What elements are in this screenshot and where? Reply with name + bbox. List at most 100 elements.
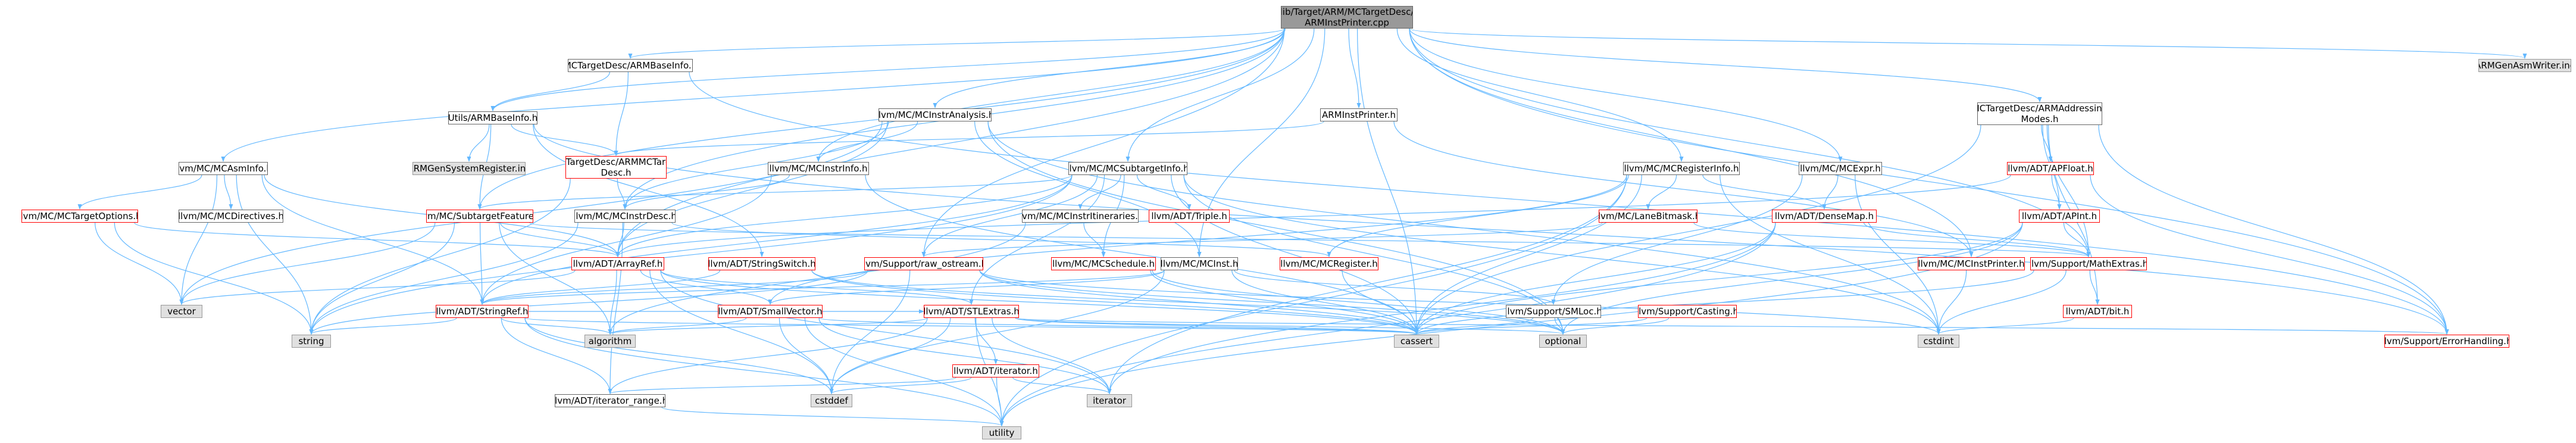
node-label: MCTargetDesc/ARMBaseInfo.h xyxy=(568,60,693,71)
system-header-node[interactable]: string xyxy=(292,335,331,348)
include-edge xyxy=(309,222,579,335)
include-node[interactable]: llvm/ADT/APFloat.h xyxy=(2007,162,2094,175)
include-node[interactable]: llvm/MC/MCExpr.h xyxy=(1799,162,1882,175)
include-node[interactable]: llvm/MC/MCInst.h xyxy=(1161,257,1238,270)
include-node[interactable]: llvm/MC/MCInstrInfo.h xyxy=(768,162,869,175)
include-edge xyxy=(987,121,1565,335)
include-node[interactable]: llvm/ADT/ArrayRef.h xyxy=(571,257,664,270)
include-edge xyxy=(865,174,1419,335)
include-node[interactable]: llvm/Support/MathExtras.h xyxy=(2030,257,2147,270)
include-edge xyxy=(2098,124,2449,335)
system-header-node[interactable]: vector xyxy=(161,305,202,318)
include-node[interactable]: llvm/MC/MCInstPrinter.h xyxy=(1918,257,2025,270)
include-node[interactable]: llvm/ADT/iterator_range.h xyxy=(555,394,665,407)
include-edge xyxy=(608,222,1026,335)
include-edge xyxy=(1693,222,2091,257)
node-label: llvm/Support/ErrorHandling.h xyxy=(2384,336,2509,347)
include-edge xyxy=(480,270,868,305)
include-node[interactable]: llvm/Support/raw_ostream.h xyxy=(864,257,983,270)
include-node[interactable]: llvm/MC/MCTargetOptions.h xyxy=(21,210,138,223)
root-file-node[interactable]: lib/Target/ARM/MCTargetDesc/ARMInstPrint… xyxy=(1281,6,1413,29)
include-edge xyxy=(608,222,623,394)
include-node[interactable]: llvm/MC/MCInstrAnalysis.h xyxy=(879,108,992,121)
include-node[interactable]: llvm/MC/SubtargetFeature.h xyxy=(426,210,533,223)
include-edge xyxy=(221,28,1285,162)
include-node[interactable]: llvm/ADT/iterator.h xyxy=(952,364,1039,378)
include-edge xyxy=(1393,121,1974,257)
include-node[interactable]: llvm/MC/MCRegisterInfo.h xyxy=(1623,162,1740,175)
include-edge xyxy=(1396,28,1684,162)
include-edge xyxy=(1414,174,1642,335)
node-label: cstddef xyxy=(815,395,848,406)
include-node[interactable]: llvm/MC/MCSubtargetInfo.h xyxy=(1068,162,1187,175)
include-node[interactable]: MCTargetDesc/ARMMCTargetDesc.h xyxy=(565,156,667,179)
system-header-node[interactable]: algorithm xyxy=(584,335,636,348)
include-edge xyxy=(829,270,1165,394)
include-node[interactable]: llvm/ADT/StringSwitch.h xyxy=(708,257,815,270)
system-header-node[interactable]: iterator xyxy=(1087,394,1132,407)
node-label: llvm/ADT/iterator_range.h xyxy=(555,395,665,406)
include-edge xyxy=(1646,174,1677,210)
include-edge xyxy=(236,174,314,335)
include-node[interactable]: llvm/Support/Casting.h xyxy=(1638,305,1737,318)
include-edge xyxy=(467,124,490,162)
include-node[interactable]: llvm/MC/MCInstrItineraries.h xyxy=(1022,210,1139,223)
node-label: llvm/MC/MCInstPrinter.h xyxy=(1918,258,2025,269)
include-edge xyxy=(1414,222,1776,335)
include-edge xyxy=(477,174,1073,210)
include-edge xyxy=(490,71,610,111)
include-node[interactable]: llvm/ADT/Triple.h xyxy=(1149,210,1230,223)
include-node[interactable]: llvm/MC/MCSchedule.h xyxy=(1051,257,1156,270)
include-edge xyxy=(608,270,617,335)
include-node[interactable]: ARMInstPrinter.h xyxy=(1320,108,1398,121)
system-header-node[interactable]: optional xyxy=(1539,335,1587,348)
include-edge xyxy=(640,270,773,305)
include-node[interactable]: llvm/Support/SMLoc.h xyxy=(1506,305,1601,318)
include-edge xyxy=(1409,28,1974,257)
node-label: llvm/MC/MCInstrAnalysis.h xyxy=(879,110,992,120)
include-node[interactable]: llvm/ADT/DenseMap.h xyxy=(1772,210,1877,223)
system-header-node[interactable]: utility xyxy=(982,426,1021,439)
system-header-node[interactable]: ARMGenAsmWriter.inc xyxy=(2478,59,2571,72)
include-edge xyxy=(1015,317,1419,335)
include-node[interactable]: Utils/ARMBaseInfo.h xyxy=(448,111,537,124)
include-edge xyxy=(1561,317,1670,335)
include-node[interactable]: llvm/ADT/SmallVector.h xyxy=(718,305,823,318)
include-edge xyxy=(671,222,1331,257)
node-label-line: ARMInstPrinter.cpp xyxy=(1305,17,1389,28)
include-edge xyxy=(1409,28,2091,257)
node-label: llvm/Support/MathExtras.h xyxy=(2030,258,2147,269)
include-node[interactable]: llvm/ADT/StringRef.h xyxy=(436,305,529,318)
system-header-node[interactable]: ARMGenSystemRegister.inc xyxy=(412,162,526,175)
include-edge xyxy=(1107,174,1627,394)
system-header-node[interactable]: cstdint xyxy=(1918,335,1959,348)
node-label: cstdint xyxy=(1923,336,1954,347)
include-edge xyxy=(1327,174,1629,257)
include-edge xyxy=(615,121,888,257)
node-label: MCTargetDesc/ARMMCTargetDesc.h xyxy=(566,157,666,178)
include-edge xyxy=(1822,174,1839,210)
include-node[interactable]: llvm/MC/MCDirectives.h xyxy=(179,210,283,223)
node-label: llvm/MC/MCInstrItineraries.h xyxy=(1022,211,1139,222)
include-edge xyxy=(95,222,184,305)
include-edge xyxy=(1015,317,1565,335)
system-header-node[interactable]: cassert xyxy=(1394,335,1439,348)
include-edge xyxy=(1855,174,1941,335)
include-node[interactable]: llvm/ADT/APInt.h xyxy=(2019,210,2100,223)
include-node[interactable]: llvm/MC/LaneBitmask.h xyxy=(1599,210,1697,223)
include-node[interactable]: llvm/ADT/bit.h xyxy=(2063,305,2132,318)
include-edge xyxy=(533,124,764,257)
include-edge xyxy=(829,270,911,394)
node-label: llvm/ADT/bit.h xyxy=(2065,306,2130,317)
include-edge xyxy=(615,174,2011,257)
system-header-node[interactable]: cstddef xyxy=(811,394,852,407)
include-node[interactable]: llvm/MC/MCRegister.h xyxy=(1280,257,1378,270)
include-node[interactable]: llvm/MC/MCAsmInfo.h xyxy=(179,162,268,175)
include-edge xyxy=(533,124,2449,335)
include-node[interactable]: llvm/MC/MCInstrDesc.h xyxy=(574,210,676,223)
include-node[interactable]: llvm/ADT/STLExtras.h xyxy=(924,305,1019,318)
include-node[interactable]: MCTargetDesc/ARMBaseInfo.h xyxy=(568,59,693,72)
include-node[interactable]: llvm/Support/ErrorHandling.h xyxy=(2384,335,2509,348)
